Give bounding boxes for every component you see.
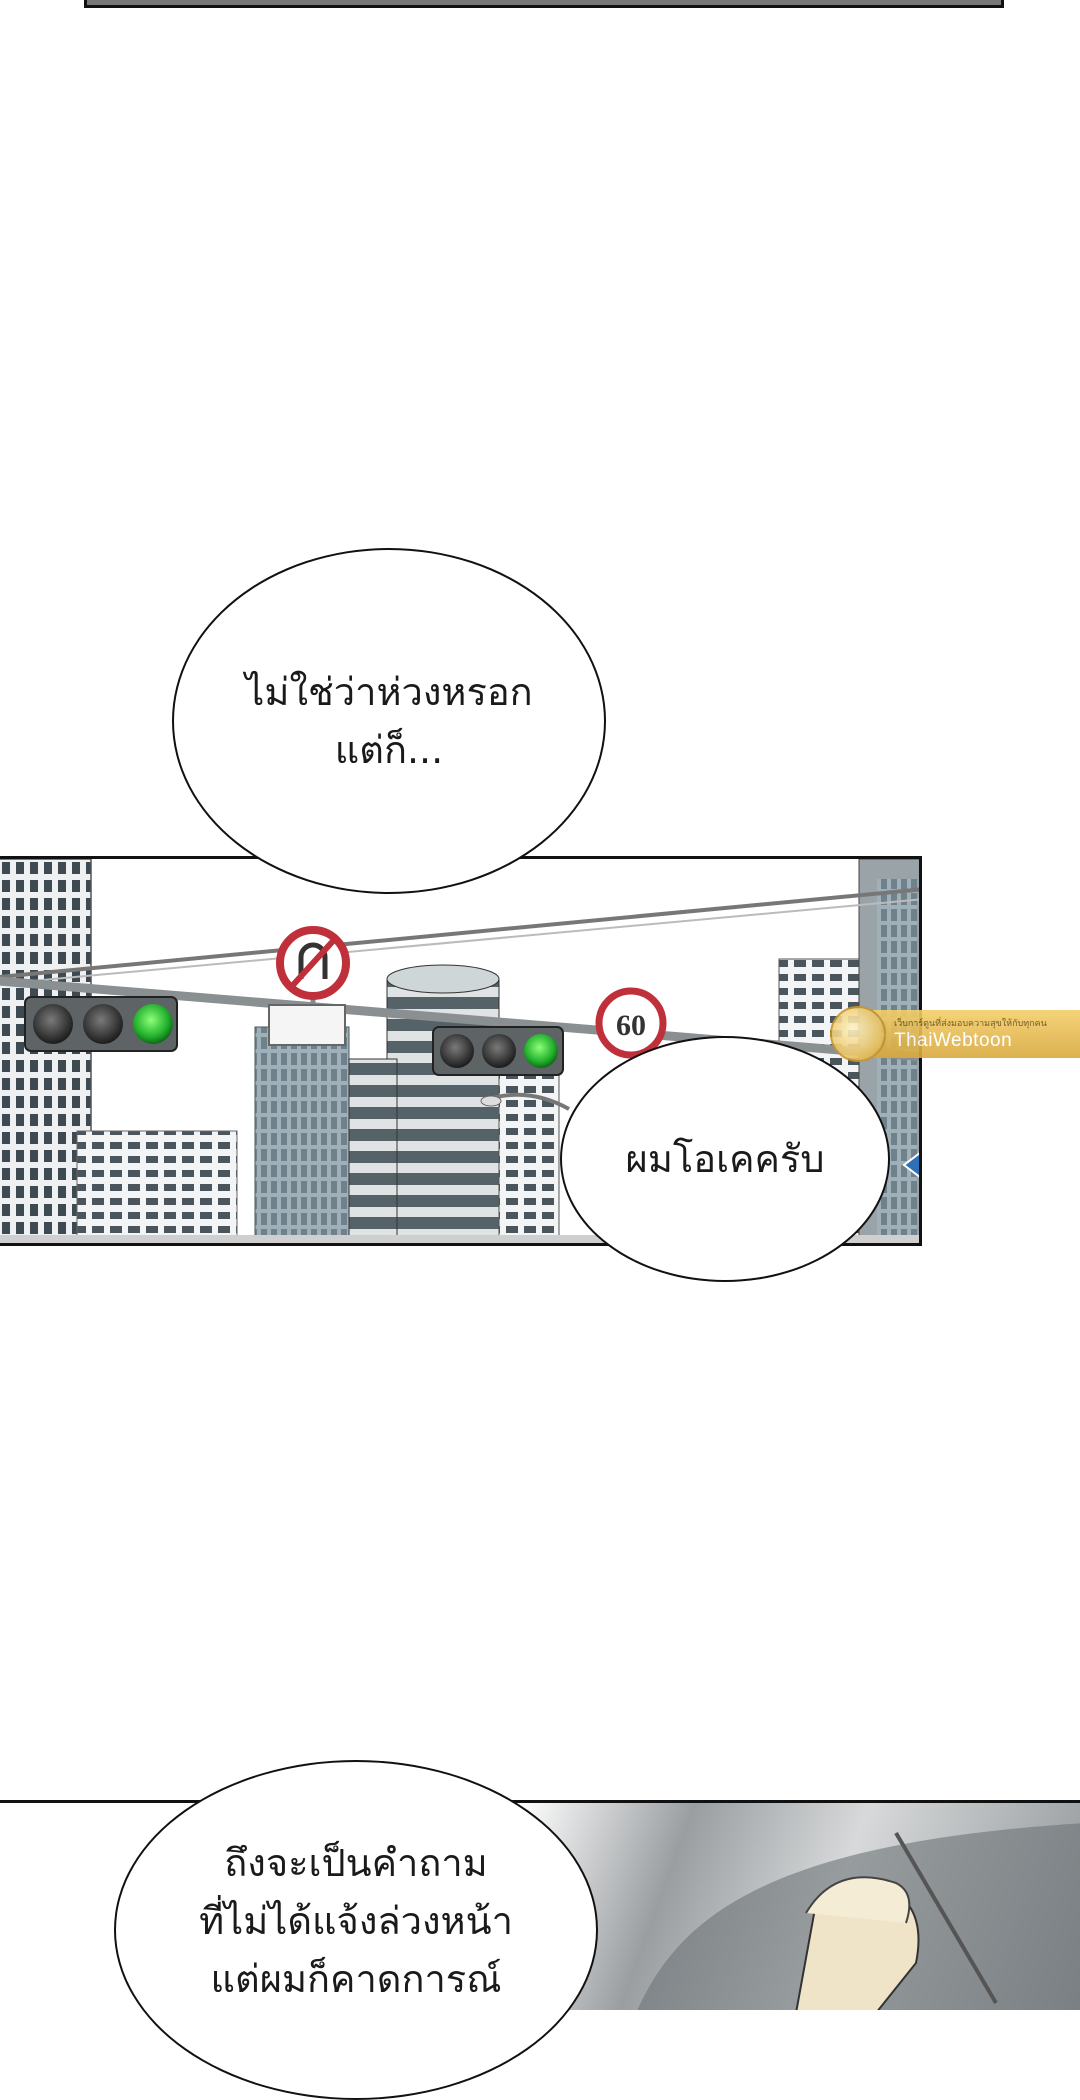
- car-interior-illustration: [637, 1823, 1080, 2010]
- top-panel-edge: [84, 0, 1004, 8]
- speech-line: ถึงจะเป็นคำถาม: [224, 1841, 488, 1885]
- speech-line: ไม่ใช่ว่าห่วงหรอก: [245, 670, 533, 714]
- speech-bubble-3: ถึงจะเป็นคำถาม ที่ไม่ได้แจ้งล่วงหน้า แต่…: [114, 1760, 598, 2100]
- city-street-illustration: 60: [0, 859, 919, 1243]
- speech-line: ที่ไม่ได้แจ้งล่วงหน้า: [199, 1899, 513, 1943]
- speech-line: แต่ผมก็คาดการณ์: [210, 1957, 502, 2001]
- speech-line: ผมโอเคครับ: [625, 1137, 825, 1181]
- speech-bubble-2: ผมโอเคครับ: [560, 1036, 890, 1282]
- watermark-badge-icon: [830, 1006, 886, 1062]
- speech-bubble-1: ไม่ใช่ว่าห่วงหรอก แต่ก็...: [172, 548, 606, 894]
- thaiwebtoon-watermark: เว็บการ์ตูนที่ส่งมอบความสุขให้กับทุกคน T…: [830, 1006, 1080, 1062]
- speech-line: แต่ก็...: [334, 728, 444, 772]
- speed-limit-label: 60: [616, 1009, 646, 1042]
- watermark-tagline: เว็บการ์ตูนที่ส่งมอบความสุขให้กับทุกคน: [894, 1019, 1047, 1029]
- watermark-brand: ThaiWebtoon: [894, 1030, 1013, 1051]
